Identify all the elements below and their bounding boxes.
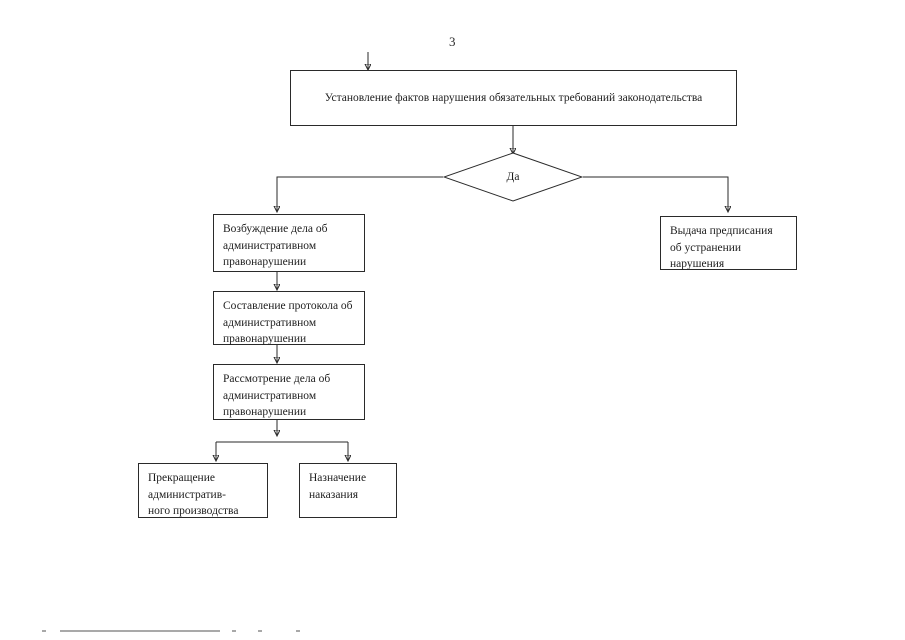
scan-artifact-line bbox=[60, 630, 220, 632]
node-decision[interactable]: Да bbox=[443, 152, 583, 202]
node-case-open-label: Возбуждение дела об административном пра… bbox=[223, 223, 328, 269]
node-review[interactable]: Рассмотрение дела об административном пр… bbox=[213, 364, 365, 420]
node-protocol[interactable]: Составление протокола об административно… bbox=[213, 291, 365, 345]
node-case-open[interactable]: Возбуждение дела об административном пра… bbox=[213, 214, 365, 272]
scan-artifact-dot bbox=[258, 630, 262, 632]
node-start[interactable]: Установление фактов нарушения обязательн… bbox=[290, 70, 737, 126]
node-penalty-label: Назначение наказания bbox=[309, 472, 367, 501]
scan-artifact-dot bbox=[42, 630, 46, 632]
node-prescription[interactable]: Выдача предписания об устранении нарушен… bbox=[660, 216, 797, 270]
edge-decision-to-prescription bbox=[583, 176, 728, 212]
edge-decision-to-case-open bbox=[277, 176, 443, 212]
node-protocol-label: Составление протокола об административно… bbox=[223, 300, 353, 346]
diamond-shape bbox=[443, 152, 583, 202]
scan-artifact-dot bbox=[232, 630, 236, 632]
page-number: 3 bbox=[449, 34, 456, 49]
node-review-label: Рассмотрение дела об административном пр… bbox=[223, 373, 331, 419]
node-terminate-label: Прекращение административ- ного производ… bbox=[148, 472, 239, 518]
scan-artifact-dot bbox=[296, 630, 300, 632]
node-terminate[interactable]: Прекращение административ- ного производ… bbox=[138, 463, 268, 518]
node-penalty[interactable]: Назначение наказания bbox=[299, 463, 397, 518]
node-start-label: Установление фактов нарушения обязательн… bbox=[324, 91, 703, 104]
node-prescription-label: Выдача предписания об устранении нарушен… bbox=[670, 225, 773, 271]
